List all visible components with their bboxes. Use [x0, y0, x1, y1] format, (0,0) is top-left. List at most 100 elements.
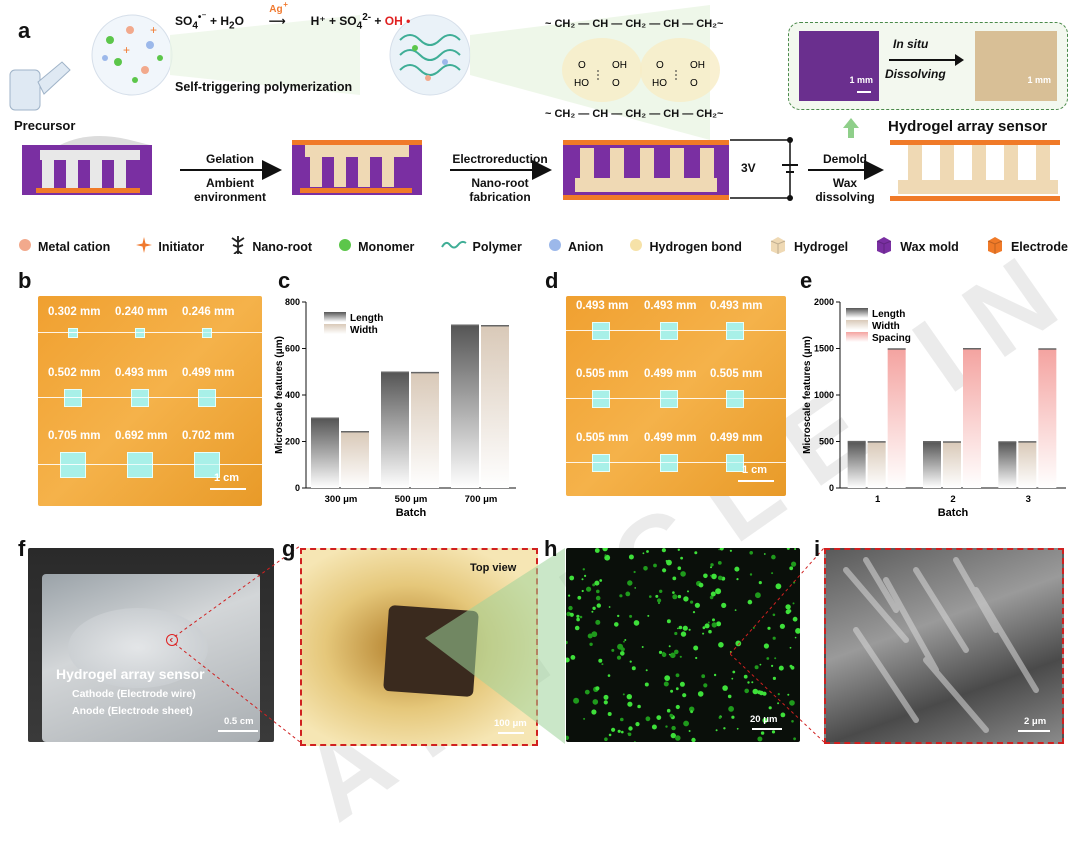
y-tick-label: 800: [285, 297, 300, 307]
fluorescent-spot: [672, 576, 677, 581]
fluorescent-spot: [786, 548, 790, 550]
panel-f-anode: Anode (Electrode sheet): [72, 705, 193, 717]
fluorescent-spot: [672, 594, 678, 600]
fluorescent-spot: [645, 669, 648, 672]
panel-i-scale: 2 μm: [1024, 716, 1047, 727]
panel-d-guide-line: [566, 462, 786, 463]
panel-d-feature-square: [592, 390, 610, 408]
step1-bottom-2: environment: [193, 190, 266, 204]
mold-stage-1: [22, 136, 152, 195]
legend-star-icon: [136, 237, 153, 256]
panel-g-title: Top view: [470, 562, 517, 574]
panel-h-label: h: [544, 536, 558, 561]
fluorescent-spot: [603, 694, 609, 700]
fluorescent-spot: [577, 595, 582, 600]
fluorescent-spot: [645, 716, 651, 722]
y-tick-label: 1500: [814, 344, 834, 354]
fluorescent-spot: [583, 717, 586, 720]
insitu-box: 1 mm In situ Dissolving 1 mm: [788, 22, 1068, 110]
mold-stage-2: [292, 140, 422, 195]
y-tick-label: 2000: [814, 297, 834, 307]
panel-b-feature-square: [127, 452, 153, 478]
fluorescent-spot: [780, 712, 786, 718]
fluorescent-spot: [762, 717, 768, 723]
fluorescent-spot: [619, 594, 623, 598]
fluorescent-spot: [568, 605, 573, 611]
fluorescent-spot: [663, 681, 669, 687]
fluorescent-spot: [690, 710, 693, 714]
fluorescent-spot: [697, 691, 704, 697]
panel-d-measure-label: 0.493 mm: [576, 300, 629, 312]
legend-label: Polymer: [472, 239, 522, 254]
fluorescent-spot: [778, 665, 784, 671]
fluorescent-spot: [634, 587, 636, 589]
chem-bottom: ~ CH₂ — CH — CH₂ — CH — CH₂~: [545, 108, 724, 120]
fluorescent-spot: [628, 554, 634, 560]
fluorescent-spot: [749, 551, 753, 555]
fluorescent-spot: [758, 581, 762, 585]
fluorescent-spot: [631, 666, 636, 671]
panel-d-measure-label: 0.493 mm: [710, 300, 763, 312]
fluorescent-spot: [608, 733, 612, 737]
final-sensor: [890, 140, 1060, 201]
bar-length: [923, 441, 941, 488]
step2-top: Electroreduction: [452, 152, 548, 166]
panel-b-feature-square: [202, 328, 212, 338]
fluorescent-spot: [641, 646, 644, 648]
x-axis-label: Batch: [938, 507, 969, 519]
insitu-image-after: 1 mm: [975, 31, 1057, 101]
fluorescent-spot: [566, 657, 570, 663]
panel-b-guide-line: [38, 464, 262, 465]
step3-bottom-2: dissolving: [815, 190, 875, 204]
fluorescent-spot: [626, 694, 632, 700]
fluorescent-spot: [763, 553, 766, 555]
panel-b-measure-label: 0.240 mm: [115, 306, 168, 318]
connector-h-i: [730, 547, 825, 743]
fluorescent-spot: [566, 611, 571, 617]
fluorescent-spot: [708, 629, 712, 634]
fluorescent-spot: [617, 729, 621, 733]
fluorescent-spot: [576, 617, 580, 622]
panel-d-measure-label: 0.493 mm: [644, 300, 697, 312]
fluorescent-spot: [607, 712, 612, 716]
fluorescent-spot: [653, 563, 657, 568]
legend-item-polymer: Polymer: [440, 239, 522, 254]
fluorescent-spot: [635, 722, 640, 727]
legend-cube-icon: [985, 235, 1005, 258]
panel-d-feature-square: [726, 322, 744, 340]
fluorescent-spot: [789, 566, 794, 571]
x-tick-label: 300 μm: [325, 494, 358, 505]
fluorescent-spot: [777, 693, 780, 696]
fluorescent-spot: [687, 590, 689, 593]
fluorescent-spot: [611, 648, 615, 652]
fluorescent-spot: [576, 614, 580, 618]
fluorescent-spot: [665, 725, 668, 728]
fluorescent-spot: [594, 548, 600, 553]
fluorescent-spot: [743, 674, 748, 679]
fluorescent-spot: [621, 730, 624, 734]
legend-label: Width: [872, 321, 900, 332]
fluorescent-spot: [749, 573, 753, 576]
fluorescent-spot: [670, 732, 676, 739]
x-tick-label: 700 μm: [465, 494, 498, 505]
panel-d-feature-square: [660, 322, 678, 340]
precursor-bubble: + +: [91, 14, 173, 96]
legend-item-electrode: Electrode: [985, 235, 1068, 258]
fluorescent-spot: [629, 614, 633, 618]
fluorescent-spot: [794, 548, 797, 550]
bar-length: [311, 418, 339, 488]
fluorescent-spot: [617, 614, 620, 618]
connector-f-g: [170, 546, 301, 743]
legend-label: Anion: [567, 239, 604, 254]
fluorescent-spot: [718, 642, 724, 648]
fluorescent-spot: [642, 552, 645, 555]
legend-item-metal-cation: Metal cation: [18, 238, 110, 255]
panel-d-measure-label: 0.505 mm: [576, 368, 629, 380]
legend-label: Width: [350, 325, 378, 336]
fluorescent-spot: [602, 548, 608, 552]
fluorescent-spot: [691, 737, 696, 742]
panel-b-guide-line: [38, 332, 262, 333]
panel-b-measure-label: 0.692 mm: [115, 430, 168, 442]
y-tick-label: 500: [819, 437, 834, 447]
